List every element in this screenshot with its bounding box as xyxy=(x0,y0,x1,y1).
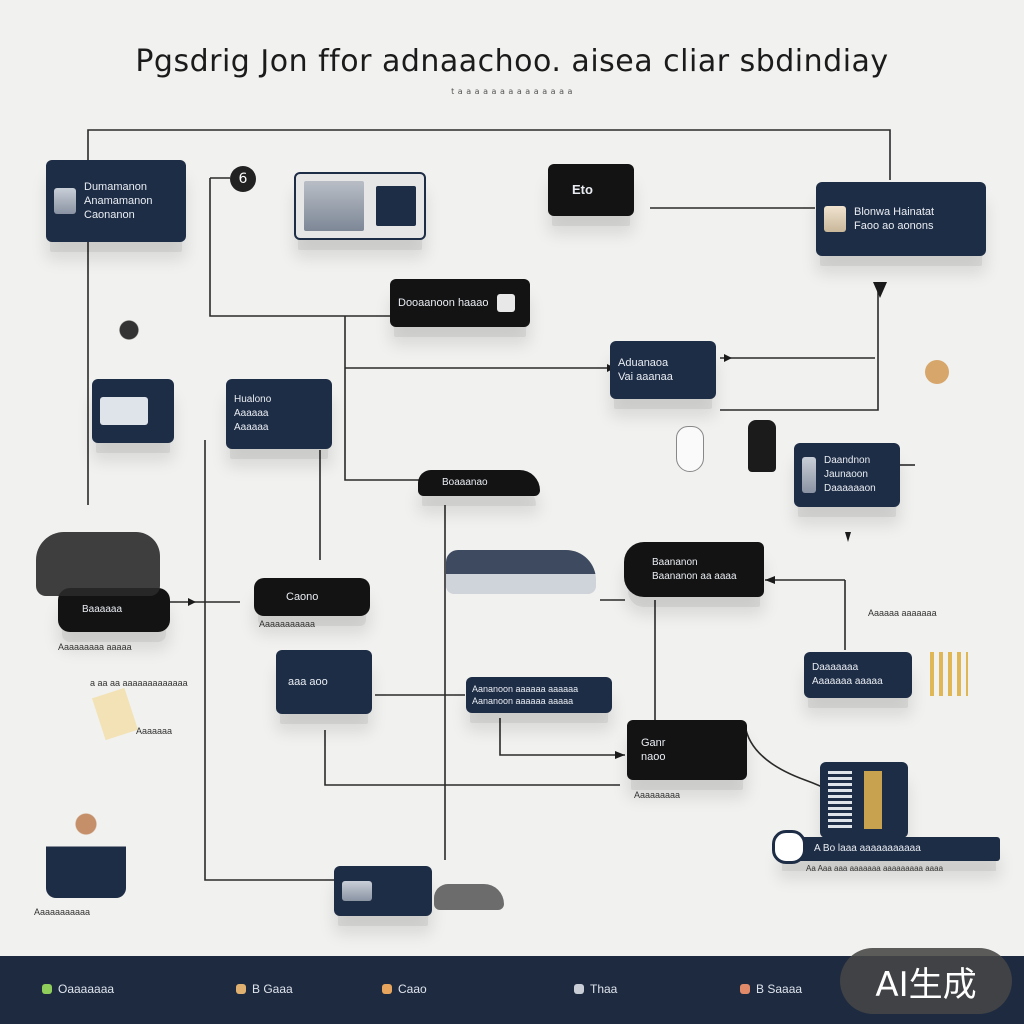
person-icon xyxy=(748,420,776,472)
node-label: Blonwa Hainatat Faoo ao aonons xyxy=(854,206,935,232)
machine-icon xyxy=(36,532,160,596)
node-label: Caono xyxy=(286,591,319,603)
tag-node[interactable]: Baananon Baananon aa aaaa xyxy=(624,542,764,597)
process-node[interactable] xyxy=(334,866,432,916)
node-caption: Aaaaaa aaaaaaa xyxy=(868,608,937,618)
footer-item[interactable]: Caao xyxy=(382,982,427,996)
node-caption: Aaaaaaaaa aaaaa xyxy=(58,642,132,652)
building-icon xyxy=(930,652,968,696)
node-caption: Aaaaaaaaaaa xyxy=(259,619,316,629)
process-node[interactable]: Blonwa Hainatat Faoo ao aonons xyxy=(816,182,986,256)
process-node[interactable]: Aananoon aaaaaa aaaaaa Aananoon aaaaaa a… xyxy=(466,677,612,713)
node-caption: Aaaaaaa xyxy=(136,726,173,736)
circle-badge-icon xyxy=(772,830,806,864)
node-label: Hualono Aaaaaa Aaaaaa xyxy=(234,394,272,433)
process-node[interactable] xyxy=(92,379,174,443)
footer-item-label: Caao xyxy=(398,982,427,996)
car-icon xyxy=(434,884,504,910)
footer-icon xyxy=(382,984,392,994)
node-label: Baananon Baananon aa aaaa xyxy=(652,556,737,582)
node-caption: Aaaaaaaaaaa xyxy=(34,907,91,917)
device-node[interactable]: Caono xyxy=(254,578,370,616)
node-label: Dumamanon Anamamanon Caonanon xyxy=(84,181,153,221)
car-icon xyxy=(446,550,596,594)
building-icon xyxy=(864,771,882,829)
node-label: Eto xyxy=(572,182,593,197)
document-icon xyxy=(824,206,846,232)
document-icon xyxy=(54,188,76,214)
node-label: Baaaaaa xyxy=(82,604,123,615)
card-icon xyxy=(496,294,515,312)
page-subtitle: t a a a a a a a a a a a a a a xyxy=(451,87,573,96)
footer-item[interactable]: B Gaaa xyxy=(236,982,293,996)
process-node[interactable]: Daaaaaaa Aaaaaaa aaaaa xyxy=(804,652,912,698)
node-label: Aduanaoa Vai aaanaa xyxy=(618,357,673,383)
vehicle-node[interactable]: Boaaanao xyxy=(418,470,540,496)
footer-item[interactable]: Oaaaaaaa xyxy=(42,982,114,996)
footer-item-label: B Gaaa xyxy=(252,982,293,996)
node-label: Ganr naoo xyxy=(641,737,666,763)
node-label: Aananoon aaaaaa aaaaaa Aananoon aaaaaa a… xyxy=(472,684,579,706)
image-panel-node[interactable] xyxy=(294,172,426,240)
person-icon xyxy=(46,812,126,898)
footer-icon xyxy=(42,984,52,994)
document-icon xyxy=(802,457,816,493)
process-node[interactable]: A Bo laaa aaaaaaaaaaa xyxy=(778,837,1000,861)
footer-item-label: Thaa xyxy=(590,982,618,996)
node-label: A Bo laaa aaaaaaaaaaa xyxy=(814,843,921,854)
process-node[interactable]: Aduanaoa Vai aaanaa xyxy=(610,341,716,399)
footer-icon xyxy=(740,984,750,994)
image-thumbnail-icon xyxy=(304,181,364,231)
node-label: Boaaanao xyxy=(442,477,488,488)
building-node[interactable] xyxy=(820,762,908,838)
process-node[interactable]: Dumamanon Anamamanon Caonanon xyxy=(46,160,186,242)
node-label: Dooaanoon haaao xyxy=(398,297,489,309)
footer-item-label: B Saaaa xyxy=(756,982,803,996)
number-badge-icon: 6 xyxy=(230,166,256,192)
footer-icon xyxy=(574,984,584,994)
lamp-icon xyxy=(676,426,704,472)
node-label: Daaaaaaa Aaaaaaa aaaaa xyxy=(812,662,883,687)
device-node[interactable]: Eto xyxy=(548,164,634,216)
process-node[interactable]: Dooaanoon haaao xyxy=(390,279,530,327)
card-icon xyxy=(342,881,372,901)
process-node[interactable]: Daandnon Jaunaoon Daaaaaaon xyxy=(794,443,900,507)
node-label: Daandnon Jaunaoon Daaaaaaon xyxy=(824,455,876,494)
building-icon xyxy=(828,771,852,829)
monitor-icon xyxy=(100,397,148,425)
person-icon xyxy=(106,318,152,378)
footer-icon xyxy=(236,984,246,994)
process-node[interactable]: Ganr naoo xyxy=(627,720,747,780)
node-label: aaa aoo xyxy=(288,676,328,688)
footer-item-label: Oaaaaaaa xyxy=(58,982,115,996)
process-node[interactable]: Hualono Aaaaaa Aaaaaa xyxy=(226,379,332,449)
footer-item[interactable]: B Saaaa xyxy=(740,982,802,996)
coffee-icon xyxy=(925,360,949,384)
panel-graphic-icon xyxy=(376,186,416,226)
node-caption: Aa Aaa aaa aaaaaaa aaaaaaaaa aaaa xyxy=(806,864,944,873)
node-caption: a aa aa aaaaaaaaaaaaa xyxy=(90,678,188,688)
page-title: Pgsdrig Jon ffor adnaachoo. aisea cliar … xyxy=(135,44,889,79)
process-node[interactable]: aaa aoo xyxy=(276,650,372,714)
footer-item[interactable]: Thaa xyxy=(574,982,617,996)
watermark-badge: AI生成 xyxy=(840,948,1012,1014)
node-caption: Aaaaaaaaa xyxy=(634,790,681,800)
